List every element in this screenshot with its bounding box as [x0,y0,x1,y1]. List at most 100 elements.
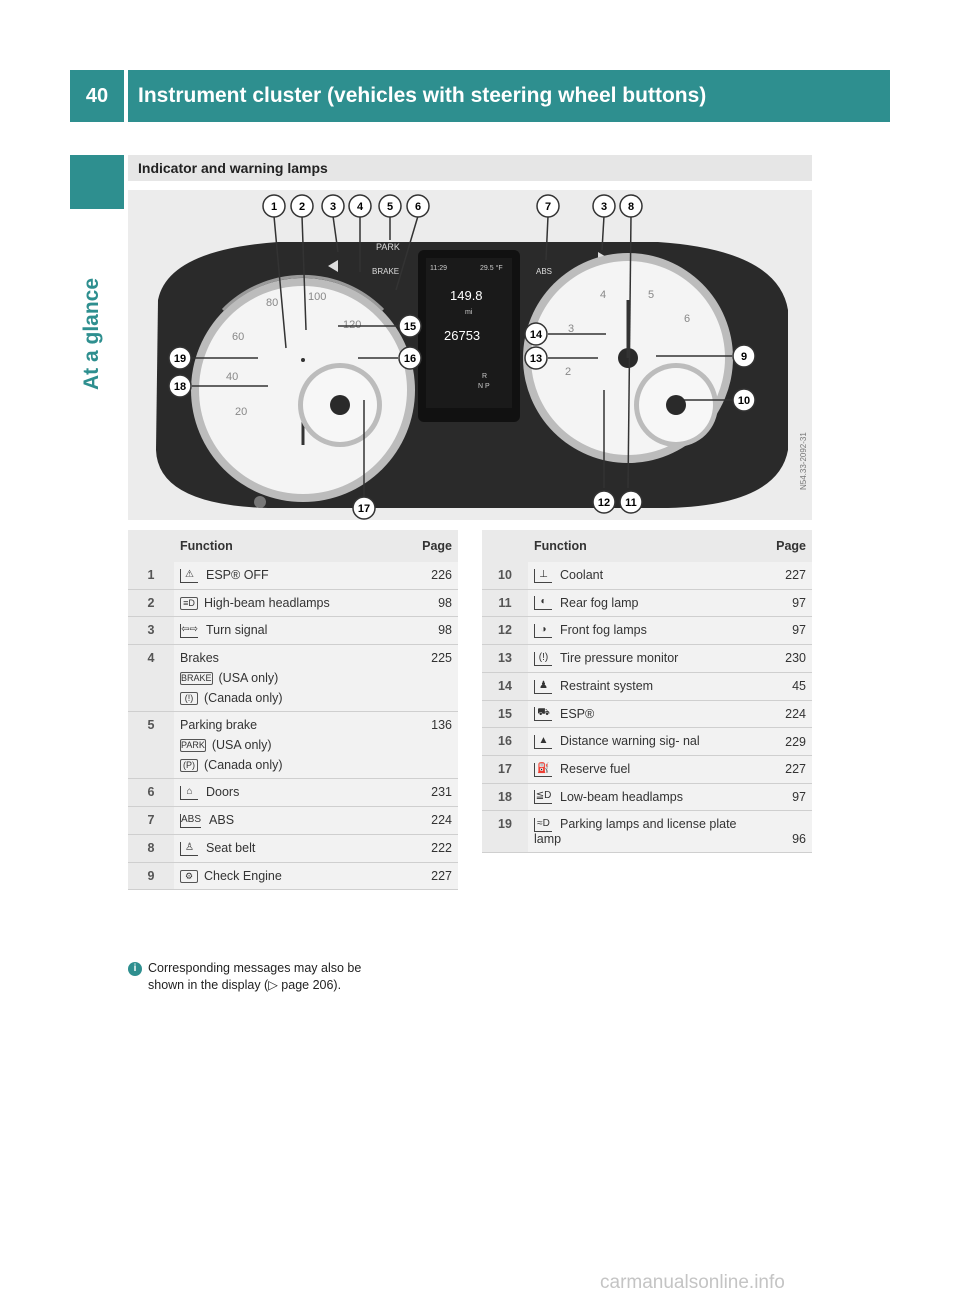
table-row: 5 Parking brake PARK(USA only) (P)(Canad… [128,711,458,780]
display-unit: mi [465,309,473,316]
table-row: 4 Brakes BRAKE(USA only) (!)(Canada only… [128,644,458,713]
tacho-tick-4: 4 [600,289,606,301]
table-row: 12 ◑Front fog lamps 97 [482,616,812,646]
high-beam-icon: ≡D [180,596,198,610]
display-gear-2: N P [478,383,490,390]
table-row: 8 ♙Seat belt 222 [128,834,458,863]
table-row: 16 ▲Distance warning sig- nal 229 [482,727,812,756]
speedo-tick-100: 100 [308,291,326,303]
callout-label-19: 19 [174,353,186,365]
table-row: 6 ⌂Doors 231 [128,778,458,808]
callout-marker-15 [398,314,422,338]
table-row: 11 ◐Rear fog lamp 97 [482,589,812,618]
front-fog-icon: ◑ [534,624,552,639]
callout-marker-19 [168,346,192,370]
tacho-tick-2: 2 [565,366,571,378]
callout-marker-16 [398,346,422,370]
col-page: Page [758,530,812,562]
callout-marker-2 [290,194,314,218]
table-row: 15 ⛟ESP® 224 [482,700,812,729]
table-row: 13 (!)Tire pressure monitor 230 [482,644,812,673]
doors-icon: ⌂ [180,786,198,801]
rear-fog-icon: ◐ [534,596,552,611]
seat-belt-icon: ♙ [180,841,198,856]
page-number: 40 [70,70,124,122]
callout-label-18: 18 [174,381,186,393]
figure-code: N54.33-2092-31 [799,432,808,490]
callout-marker-8 [619,194,643,218]
callout-marker-6 [406,194,430,218]
col-page: Page [404,530,458,562]
callout-label-3b: 3 [601,201,607,213]
coolant-icon: ⊥ [534,568,552,583]
display-trip: 149.8 [450,288,483,303]
callout-marker-5 [378,194,402,218]
callout-label-7: 7 [545,201,551,213]
callout-label-16: 16 [404,353,416,365]
callout-label-10: 10 [738,395,750,407]
lamp-table-right: Function Page 10 ⊥Coolant 227 11 ◐Rear f… [482,530,812,854]
housing-screw [254,496,266,508]
esp-icon: ⛟ [534,707,552,722]
speedo-tick-80: 80 [266,297,278,309]
park-usa-icon: PARK [180,739,206,753]
table-row: 9 ⚙Check Engine 227 [128,862,458,890]
side-tab-marker [70,155,124,209]
brake-lamp-label: BRAKE [372,267,399,276]
display-gear-1: R [482,373,487,380]
callout-marker-9 [732,344,756,368]
callout-label-14: 14 [530,329,543,341]
restraint-icon: ♟ [534,679,552,694]
reserve-fuel-icon: ⛽ [534,762,552,777]
park-lamp-label: PARK [376,242,400,252]
callout-label-2: 2 [299,201,305,213]
callout-marker-10 [732,388,756,412]
instrument-cluster-figure: 20 40 60 80 100 120 11:29 29.5 °F 149.8 … [128,190,812,520]
callout-marker-12 [592,490,616,514]
brake-canada-icon: (!) [180,692,198,706]
turn-signal-icon: ⇦⇨ [180,623,198,638]
callout-label-15: 15 [404,321,416,333]
col-function: Function [174,530,404,562]
table-row: 17 ⛽Reserve fuel 227 [482,755,812,784]
display-temp: 29.5 °F [480,264,503,272]
callout-marker-7 [536,194,560,218]
center-display [426,258,512,408]
callout-label-8: 8 [628,201,634,213]
table-row: 3 ⇦⇨Turn signal 98 [128,616,458,645]
speedo-tick-60: 60 [232,331,244,343]
check-engine-icon: ⚙ [180,869,198,883]
table-row: 10 ⊥Coolant 227 [482,562,812,590]
callout-marker-14 [524,322,548,346]
section-title: Indicator and warning lamps [128,155,812,181]
speedo-tick-20: 20 [235,406,247,418]
tacho-tick-5: 5 [648,289,654,301]
callout-marker-4 [348,194,372,218]
callout-label-17: 17 [358,503,370,515]
table-header-row: Function Page [482,530,812,562]
callout-marker-13 [524,346,548,370]
tire-pressure-icon: (!) [534,651,552,666]
callout-label-9: 9 [741,351,747,363]
table-row: 1 ⚠ESP® OFF 226 [128,562,458,590]
distance-warning-icon: ▲ [534,734,552,749]
tacho-tick-6: 6 [684,313,690,325]
col-function: Function [528,530,758,562]
display-odometer: 26753 [444,328,480,343]
low-beam-icon: ≦D [534,790,552,805]
esp-off-icon: ⚠ [180,568,198,583]
callout-label-12: 12 [598,497,610,509]
callout-label-1: 1 [271,201,277,213]
display-time: 11:29 [430,265,447,272]
turn-left-arrow-icon [328,260,338,272]
parking-lamps-icon: ≈D [534,818,552,833]
speedo-tick-120: 120 [343,319,361,331]
chapter-title: Instrument cluster (vehicles with steeri… [128,70,890,122]
callout-label-3a: 3 [330,201,336,213]
callout-label-4: 4 [357,201,364,213]
